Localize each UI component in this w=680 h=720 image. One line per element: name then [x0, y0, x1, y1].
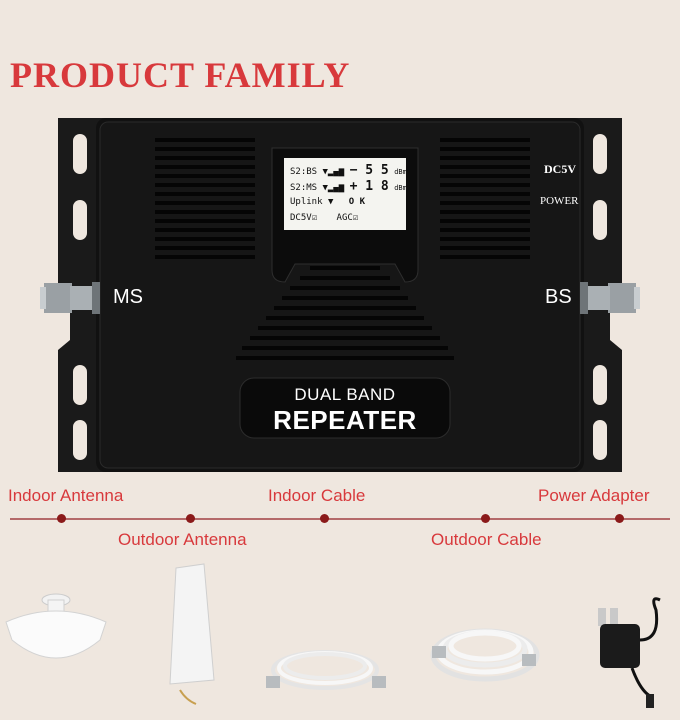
lcd-screen: S2:BS ▼▂▄▆ − 5 5 dBm S2:MS ▼▂▄▆ + 1 8 dB… [286, 161, 407, 227]
outdoor-antenna-image [169, 563, 215, 705]
lcd-row4-left: DC5V [290, 213, 312, 223]
label-indoor-cable: Indoor Cable [268, 486, 366, 505]
lcd-row2-label: S2:MS [290, 183, 318, 193]
lcd-row1-unit: dBm [394, 168, 407, 176]
timeline-dot [57, 514, 66, 523]
lcd-row2-value: + 1 8 [349, 179, 389, 194]
indoor-antenna-image [5, 593, 107, 659]
label-indoor-antenna: Indoor Antenna [8, 486, 124, 505]
antenna-icon: ▼ [327, 197, 334, 207]
repeater-device [40, 118, 640, 472]
lcd-row3-label: Uplink [290, 197, 323, 207]
bs-connector [580, 282, 640, 314]
lcd-row3-value: O K [348, 197, 366, 207]
lcd-row2-unit: dBm [394, 184, 407, 192]
power-adapter-image [598, 597, 661, 708]
label-outdoor-cable: Outdoor Cable [431, 530, 542, 549]
check-icon: ☑ [311, 213, 318, 223]
power-label: POWER [540, 195, 579, 207]
page-title: PRODUCT FAMILY [10, 55, 351, 95]
outdoor-cable-image [430, 628, 540, 682]
label-outdoor-antenna: Outdoor Antenna [118, 530, 247, 549]
timeline-line [10, 518, 670, 520]
lcd-row4-right: AGC [336, 213, 353, 223]
badge-line1: DUAL BAND [294, 385, 396, 404]
badge-line2: REPEATER [273, 405, 417, 435]
dc5v-label: DC5V [544, 162, 576, 176]
timeline-dot [320, 514, 329, 523]
timeline-dot [481, 514, 490, 523]
timeline-dot [615, 514, 624, 523]
check-icon: ☑ [352, 213, 359, 223]
lcd-row1-label: S2:BS [290, 167, 318, 177]
label-power-adapter: Power Adapter [538, 486, 650, 505]
signal-icon: ▼▂▄▆ [322, 183, 345, 193]
lcd-row1-value: − 5 5 [349, 163, 389, 178]
ms-port-label: MS [113, 286, 143, 308]
bs-port-label: BS [545, 286, 572, 308]
timeline-dot [186, 514, 195, 523]
signal-icon: ▼▂▄▆ [322, 167, 345, 177]
indoor-cable-image [271, 650, 379, 690]
ms-connector [40, 282, 100, 314]
